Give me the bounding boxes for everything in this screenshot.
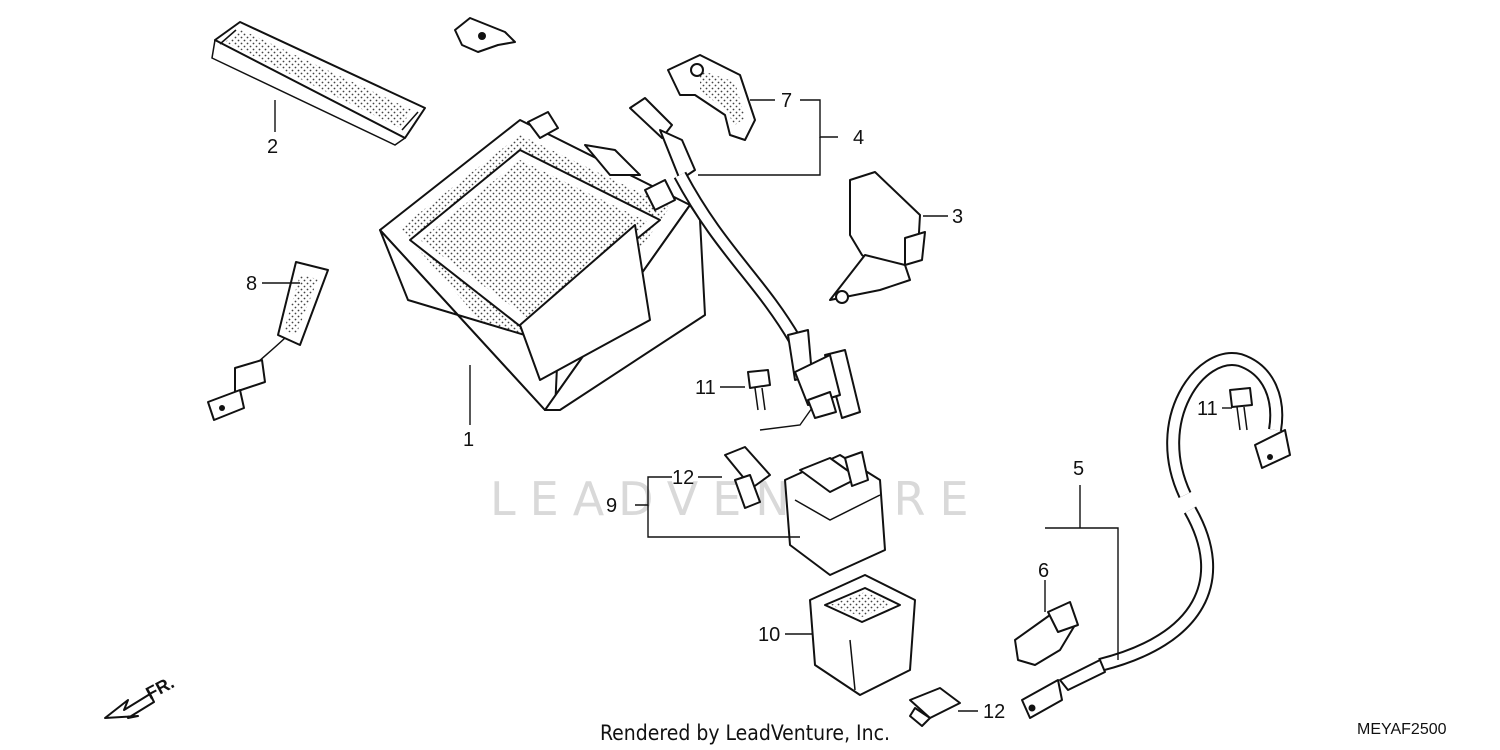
callout-6: 6	[1038, 560, 1049, 582]
negative-cable-part	[207, 17, 516, 421]
callout-1: 1	[463, 429, 474, 451]
front-direction-arrow: FR.	[104, 672, 177, 719]
callout-11b: 11	[1197, 398, 1218, 420]
callout-4: 4	[853, 127, 864, 149]
battery-part	[379, 111, 706, 411]
starter-cable-part	[1021, 352, 1291, 719]
fuse-box-part	[784, 451, 886, 576]
terminal-boot-part	[1014, 601, 1079, 666]
battery-cover-part	[829, 171, 926, 304]
callout-5: 5	[1073, 458, 1084, 480]
callout-12b: 12	[983, 701, 1005, 723]
positive-cable-part	[629, 54, 861, 419]
leader-lines	[262, 99, 1232, 712]
callout-7: 7	[781, 90, 792, 112]
callout-2: 2	[267, 136, 278, 158]
callout-9: 9	[606, 495, 617, 517]
callout-3: 3	[952, 206, 963, 228]
callout-8: 8	[246, 273, 257, 295]
callout-12a: 12	[672, 467, 694, 489]
battery-band-part	[211, 21, 426, 146]
bolt-part-a	[747, 369, 771, 411]
callout-10: 10	[758, 624, 780, 646]
diagram-code: MEYAF2500	[1357, 721, 1447, 738]
fuse-box-cover-part	[809, 574, 916, 696]
fuse-part-a	[724, 446, 771, 509]
callout-11a: 11	[695, 377, 716, 399]
render-credit: Rendered by LeadVenture, Inc.	[600, 721, 890, 745]
watermark-text: LEADVENTURE	[490, 472, 983, 526]
bolt-part-b	[1229, 387, 1253, 431]
fuse-part-b	[909, 687, 961, 727]
